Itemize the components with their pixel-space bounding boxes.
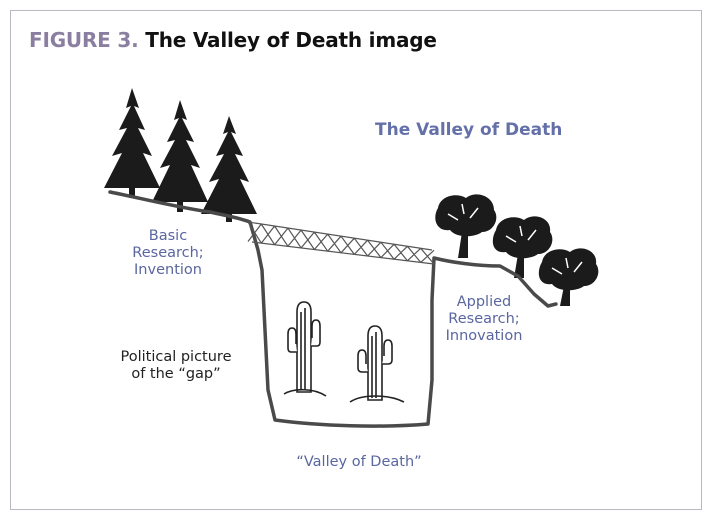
cactus <box>283 301 327 397</box>
cactus <box>349 325 405 403</box>
label-line: of the “gap” <box>131 366 221 382</box>
pine-trees <box>104 88 257 222</box>
label-line: Applied <box>456 294 512 310</box>
label-line: Basic <box>148 228 188 244</box>
label-line: Research; <box>448 311 520 327</box>
figure-caption: The Valley of Death image <box>145 28 437 52</box>
bridge-truss <box>247 221 435 265</box>
oak-tree <box>492 216 553 278</box>
pine-tree <box>104 88 160 198</box>
cacti <box>283 301 405 403</box>
label-line: Political picture <box>120 349 232 365</box>
figure-number: FIGURE 3. <box>29 28 139 52</box>
label-line: Innovation <box>445 328 523 344</box>
valley-of-death-label: “Valley of Death” <box>296 454 422 470</box>
basic-research-label: Basic Research; Invention <box>118 228 218 279</box>
diagram-heading: The Valley of Death <box>375 120 563 140</box>
political-picture-label: Political picture of the “gap” <box>106 349 246 383</box>
figure-title: FIGURE 3. The Valley of Death image <box>29 28 437 52</box>
label-line: Research; <box>132 245 204 261</box>
oak-trees <box>435 194 599 306</box>
pine-tree <box>152 100 208 212</box>
oak-tree <box>435 194 497 258</box>
pine-tree <box>201 116 257 222</box>
valley-outline <box>108 190 558 428</box>
label-line: Invention <box>134 262 202 278</box>
applied-research-label: Applied Research; Innovation <box>432 294 536 345</box>
oak-tree <box>538 248 599 306</box>
figure-frame <box>10 10 702 510</box>
